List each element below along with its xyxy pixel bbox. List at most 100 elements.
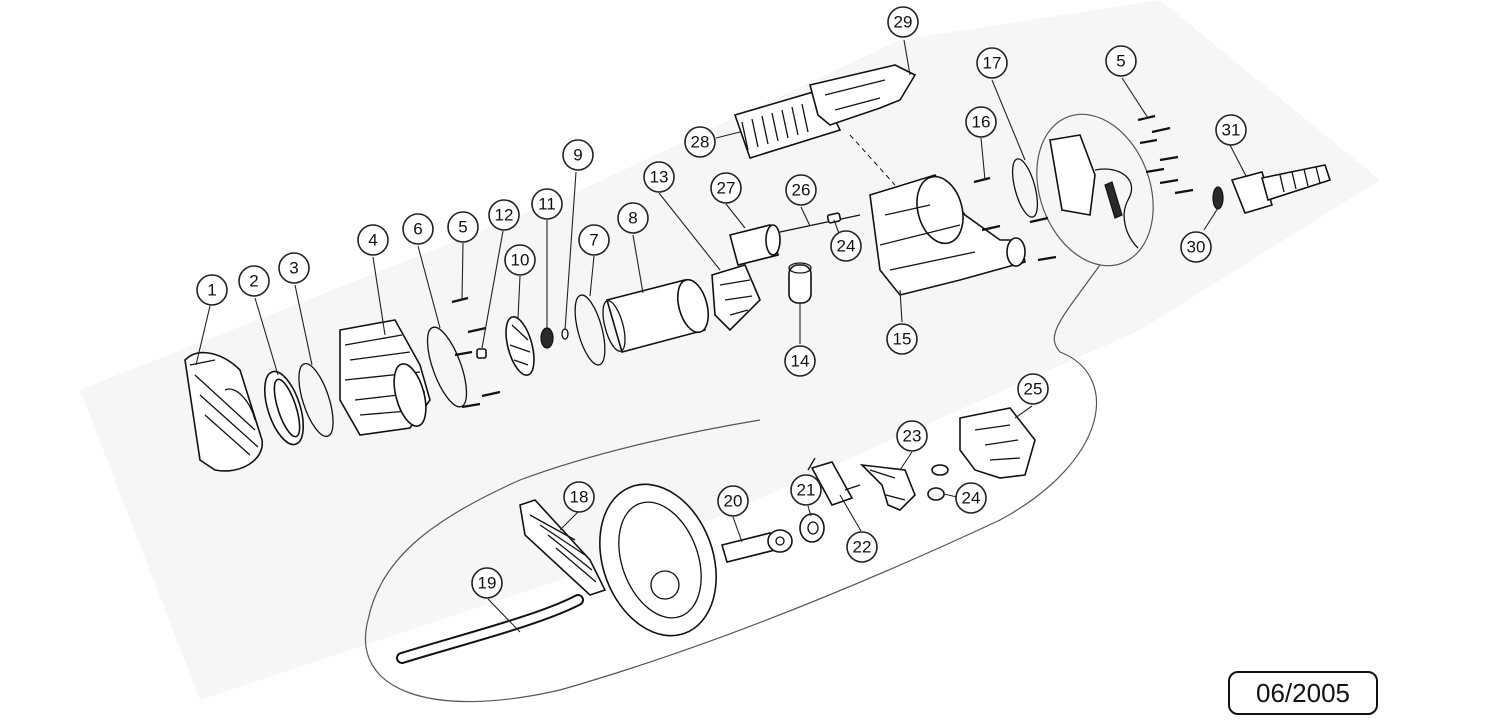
callout-24-upper: 24 bbox=[830, 230, 862, 262]
svg-text:5: 5 bbox=[1116, 52, 1125, 71]
svg-text:11: 11 bbox=[538, 195, 556, 214]
part-30-washer bbox=[1212, 186, 1224, 210]
part-16-screws bbox=[973, 176, 1057, 262]
callout-25: 25 bbox=[1017, 373, 1049, 405]
callout-13: 13 bbox=[643, 161, 675, 193]
svg-text:7: 7 bbox=[589, 231, 598, 250]
svg-text:5: 5 bbox=[458, 218, 467, 237]
callout-20: 20 bbox=[717, 485, 749, 517]
subassembly-outline bbox=[364, 264, 1101, 703]
callout-17: 17 bbox=[976, 47, 1008, 79]
part-7-o-ring bbox=[574, 294, 606, 366]
callout-18: 18 bbox=[563, 481, 595, 513]
callout-9: 9 bbox=[562, 139, 594, 171]
part-26-rod bbox=[779, 214, 861, 233]
part-27-capacitor bbox=[729, 224, 781, 266]
callout-16: 16 bbox=[965, 106, 997, 138]
callout-3: 3 bbox=[278, 252, 310, 284]
callout-31: 31 bbox=[1215, 114, 1247, 146]
svg-text:4: 4 bbox=[368, 231, 377, 250]
svg-text:12: 12 bbox=[495, 206, 514, 225]
svg-text:8: 8 bbox=[628, 209, 637, 228]
svg-text:9: 9 bbox=[573, 146, 582, 165]
part-23-contact-bracket bbox=[859, 463, 916, 511]
part-5-screws-right bbox=[1137, 114, 1194, 195]
part-28-corrugated-housing bbox=[733, 89, 842, 159]
part-21-bushing bbox=[799, 513, 825, 543]
svg-text:17: 17 bbox=[983, 54, 1002, 73]
svg-text:26: 26 bbox=[792, 181, 811, 200]
callout-8: 8 bbox=[617, 202, 649, 234]
svg-text:3: 3 bbox=[289, 259, 298, 278]
svg-text:10: 10 bbox=[511, 251, 530, 270]
part-18-base-assembly bbox=[519, 483, 717, 637]
callout-19: 19 bbox=[471, 567, 503, 599]
svg-text:14: 14 bbox=[791, 352, 810, 371]
callout-27: 27 bbox=[710, 172, 742, 204]
callout-2: 2 bbox=[238, 265, 270, 297]
svg-text:31: 31 bbox=[1222, 121, 1241, 140]
part-1-front-housing bbox=[184, 351, 263, 472]
part-24-clip-upper bbox=[826, 212, 842, 224]
svg-text:15: 15 bbox=[893, 330, 912, 349]
callout-24-lower: 24 bbox=[955, 482, 987, 514]
rear-cover bbox=[1049, 134, 1139, 249]
svg-text:13: 13 bbox=[650, 168, 669, 187]
svg-text:28: 28 bbox=[691, 133, 710, 152]
callout-15: 15 bbox=[886, 323, 918, 355]
part-8-motor bbox=[602, 278, 710, 353]
part-4-pump-body bbox=[339, 319, 431, 436]
part-3-o-ring bbox=[298, 362, 334, 438]
part-5-screws-left bbox=[451, 296, 501, 409]
callout-5-right: 5 bbox=[1105, 45, 1137, 77]
part-29-handle-cover bbox=[809, 64, 917, 126]
svg-text:24: 24 bbox=[837, 237, 856, 256]
callout-28: 28 bbox=[684, 126, 716, 158]
callout-30: 30 bbox=[1180, 231, 1212, 263]
svg-text:20: 20 bbox=[724, 492, 743, 511]
callout-4: 4 bbox=[357, 224, 389, 256]
callout-22: 22 bbox=[846, 531, 878, 563]
svg-text:29: 29 bbox=[894, 13, 913, 32]
part-6-o-ring bbox=[426, 326, 468, 408]
part-14-cylinder bbox=[788, 262, 812, 304]
part-25-cover bbox=[959, 407, 1036, 479]
svg-text:6: 6 bbox=[413, 220, 422, 239]
part-13-end-bracket bbox=[711, 264, 761, 332]
date-stamp: 06/2005 bbox=[1228, 671, 1378, 715]
part-11-seal bbox=[540, 327, 554, 349]
svg-text:2: 2 bbox=[249, 272, 258, 291]
svg-text:25: 25 bbox=[1024, 380, 1043, 399]
callout-11: 11 bbox=[531, 188, 563, 220]
part-20-tube bbox=[720, 529, 793, 563]
callout-10: 10 bbox=[504, 244, 536, 276]
part-31-hose-connector bbox=[1230, 164, 1332, 214]
leader-lines bbox=[195, 39, 1247, 633]
callout-5-left: 5 bbox=[447, 211, 479, 243]
svg-text:24: 24 bbox=[962, 489, 981, 508]
part-12-nut bbox=[476, 348, 487, 359]
svg-text:23: 23 bbox=[903, 427, 922, 446]
callout-23: 23 bbox=[896, 420, 928, 452]
callout-21: 21 bbox=[790, 474, 822, 506]
callout-6: 6 bbox=[402, 213, 434, 245]
callout-14: 14 bbox=[784, 345, 816, 377]
svg-text:16: 16 bbox=[972, 113, 991, 132]
callout-29: 29 bbox=[887, 6, 919, 38]
part-17-o-ring bbox=[1011, 158, 1039, 218]
part-10-impeller bbox=[505, 316, 535, 376]
callout-1: 1 bbox=[196, 274, 228, 306]
svg-text:1: 1 bbox=[207, 281, 216, 300]
part-22-microswitch bbox=[807, 457, 861, 506]
svg-text:27: 27 bbox=[717, 179, 736, 198]
callout-7: 7 bbox=[578, 224, 610, 256]
callout-26: 26 bbox=[785, 174, 817, 206]
svg-text:21: 21 bbox=[797, 481, 816, 500]
part-2-ring bbox=[263, 370, 305, 446]
svg-text:30: 30 bbox=[1187, 238, 1206, 257]
svg-text:18: 18 bbox=[570, 488, 589, 507]
part-15-switch-housing bbox=[869, 174, 1026, 296]
svg-text:19: 19 bbox=[478, 574, 497, 593]
callout-12: 12 bbox=[488, 199, 520, 231]
